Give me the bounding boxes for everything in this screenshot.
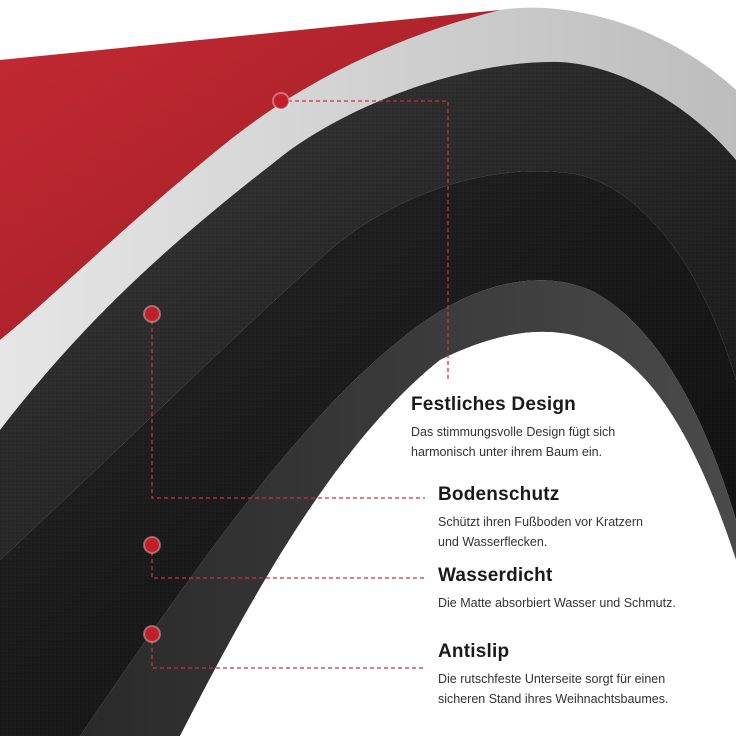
feature-desc-line: sicheren Stand ihres Weihnachtsbaumes.	[438, 692, 669, 706]
guide-line-floor	[151, 314, 425, 499]
guide-line-design	[281, 100, 449, 380]
marker-dot-design	[272, 92, 290, 110]
feature-title: Wasserdicht	[438, 565, 553, 586]
bottom-antislip-layer	[80, 280, 736, 736]
feature-bodenschutz: Bodenschutz Schützt ihren Fußboden vor K…	[438, 484, 643, 552]
foam-texture-2	[0, 171, 736, 736]
light-rim-layer	[0, 7, 736, 431]
feature-desc-line: und Wasserflecken.	[438, 535, 548, 549]
marker-dot-water	[143, 536, 161, 554]
marker-dot-antislip	[143, 625, 161, 643]
feature-title: Festliches Design	[411, 394, 576, 415]
marker-dots	[143, 92, 290, 643]
feature-festliches-design: Festliches Design Das stimmungsvolle Des…	[411, 394, 615, 462]
red-top-layer	[0, 10, 500, 340]
guide-lines	[151, 100, 449, 669]
feature-desc-line: harmonisch unter ihrem Baum ein.	[411, 445, 603, 459]
background-cutout	[180, 331, 736, 736]
feature-wasserdicht: Wasserdicht Die Matte absorbiert Wasser …	[438, 565, 676, 613]
feature-title: Antislip	[438, 641, 510, 662]
guide-line-water	[151, 545, 425, 579]
feature-title: Bodenschutz	[438, 484, 560, 505]
feature-antislip: Antislip Die rutschfeste Unterseite sorg…	[438, 641, 668, 709]
feature-desc-line: Die rutschfeste Unterseite sorgt für ein…	[438, 672, 666, 686]
feature-desc-line: Schützt ihren Fußboden vor Kratzern	[438, 515, 643, 529]
feature-desc-line: Die Matte absorbiert Wasser und Schmutz.	[438, 596, 676, 610]
marker-dot-floor	[143, 305, 161, 323]
feature-desc-line: Das stimmungsvolle Design fügt sich	[411, 425, 616, 439]
